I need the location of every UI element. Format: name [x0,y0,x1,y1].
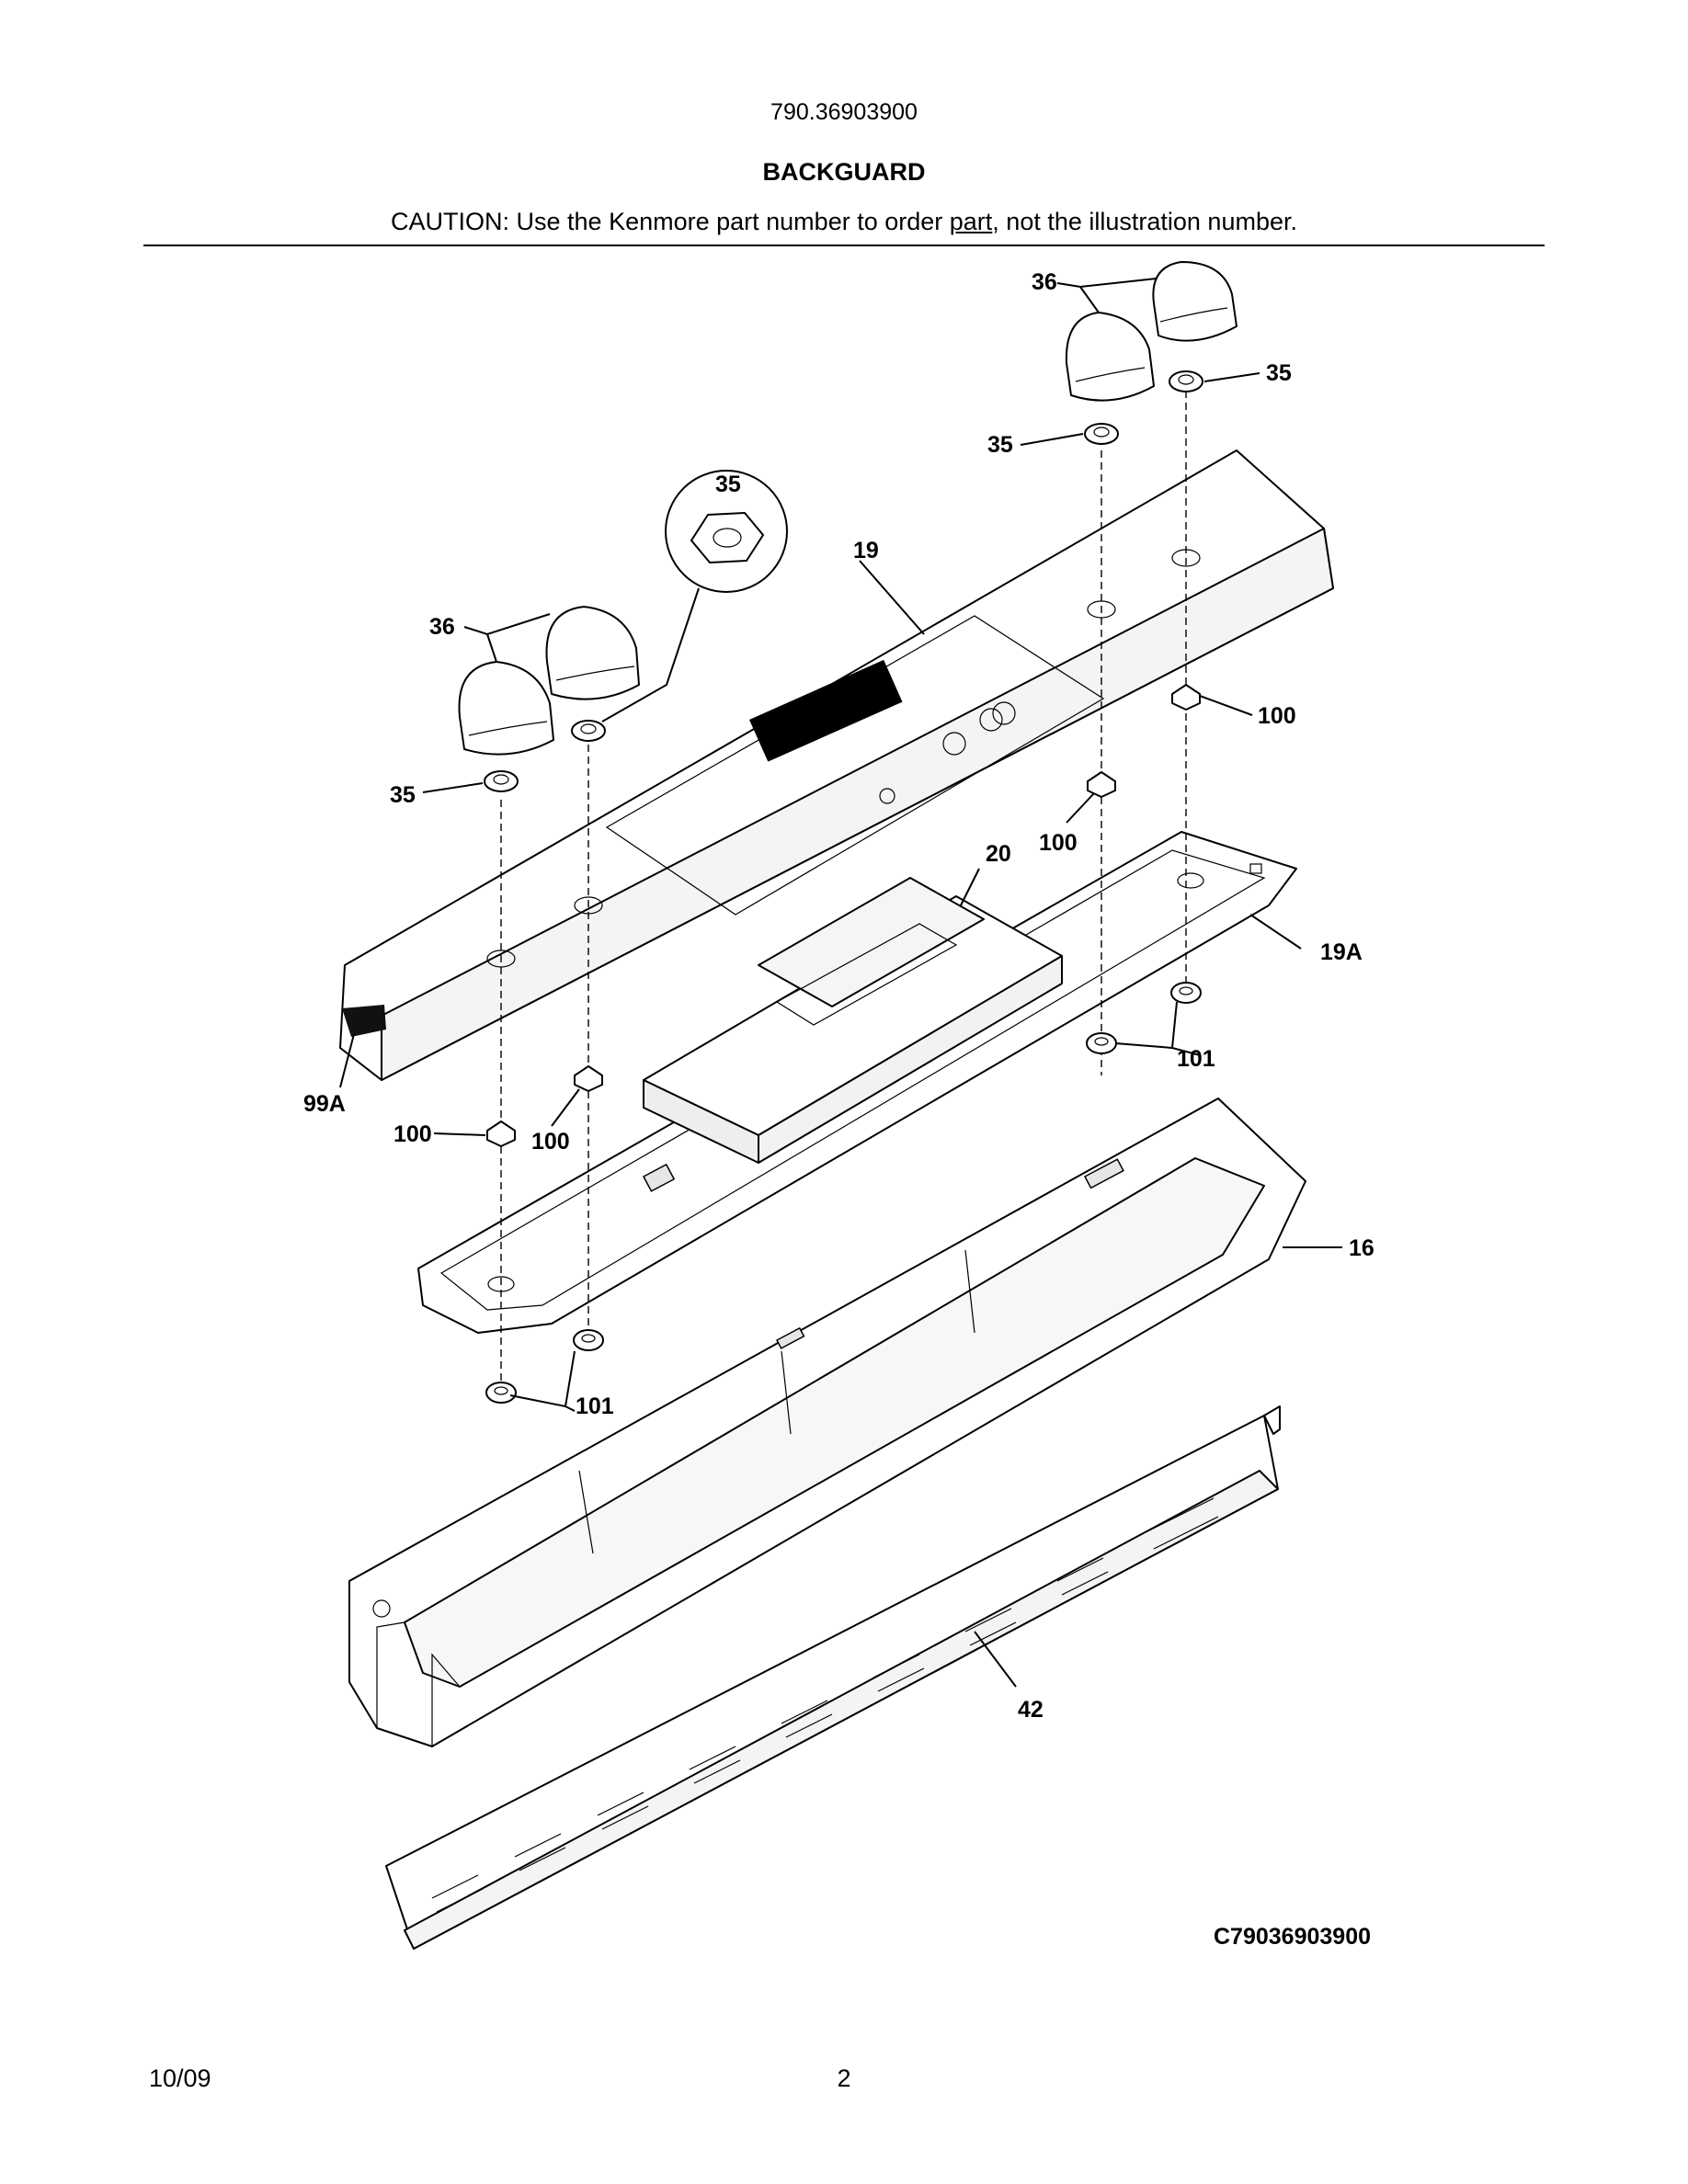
nut-101-left-b [485,1382,517,1404]
callout-35-detail: 35 [715,472,741,497]
housing-part [348,1098,1306,1747]
nut-101-right-a [1170,982,1202,1004]
callout-35-left: 35 [390,782,416,808]
callout-35-top-left: 35 [987,432,1013,458]
knob-36-top-right [1152,261,1237,342]
ribbon-cable [342,1005,386,1037]
callout-100-left2: 100 [531,1129,570,1155]
nut-101-left-a [573,1329,604,1351]
panel-keypad [879,701,1016,804]
callout-99A: 99A [303,1091,346,1117]
caution-note: CAUTION: Use the Kenmore part number to … [0,208,1688,236]
caution-prefix: CAUTION: Use the Kenmore part number to … [391,208,950,235]
leader-lines [339,278,1342,1688]
footer-date: 10/09 [149,2065,211,2092]
footer-page-number: 2 [837,2065,851,2092]
callout-36-left: 36 [429,614,455,640]
callout-100-right: 100 [1258,703,1296,729]
callout-100-mid: 100 [1039,830,1078,856]
vent-grille-part [385,1405,1281,1950]
callout-20: 20 [986,841,1011,867]
clip-100-left [486,1120,516,1147]
header-rule [143,245,1545,246]
control-panel-part [339,449,1334,1081]
callout-36-top: 36 [1032,269,1057,295]
knob-36-top-left [1065,312,1155,402]
caution-suffix: , not the illustration number. [992,208,1297,235]
knob-36-left-b [545,606,640,700]
callout-16: 16 [1349,1235,1374,1261]
control-board-part [643,877,1063,1164]
detail-bubble-nut [601,470,788,722]
caution-part-link[interactable]: part [949,208,993,235]
knob-36-left-a [458,661,554,756]
page-title: BACKGUARD [762,158,926,186]
nut-35-top-left [1084,423,1119,445]
callout-100-left: 100 [393,1121,432,1147]
nut-101-right-b [1086,1032,1117,1054]
callout-19A: 19A [1320,939,1363,965]
model-number: 790.36903900 [770,99,918,125]
clip-100-mid [1087,771,1116,798]
vent-slots [431,1497,1219,1913]
clip-100-right [1171,684,1201,711]
nut-35-left2 [571,720,606,742]
clip-100-left2 [574,1065,603,1092]
callout-42: 42 [1018,1697,1044,1723]
figure-code: C79036903900 [1214,1924,1371,1950]
callout-101-left: 101 [576,1393,614,1419]
callout-35-top-right: 35 [1266,360,1292,386]
nut-35-left [484,770,519,792]
nut-35-top-right [1169,370,1203,392]
callout-101-right: 101 [1177,1046,1215,1072]
callout-19: 19 [853,538,879,563]
